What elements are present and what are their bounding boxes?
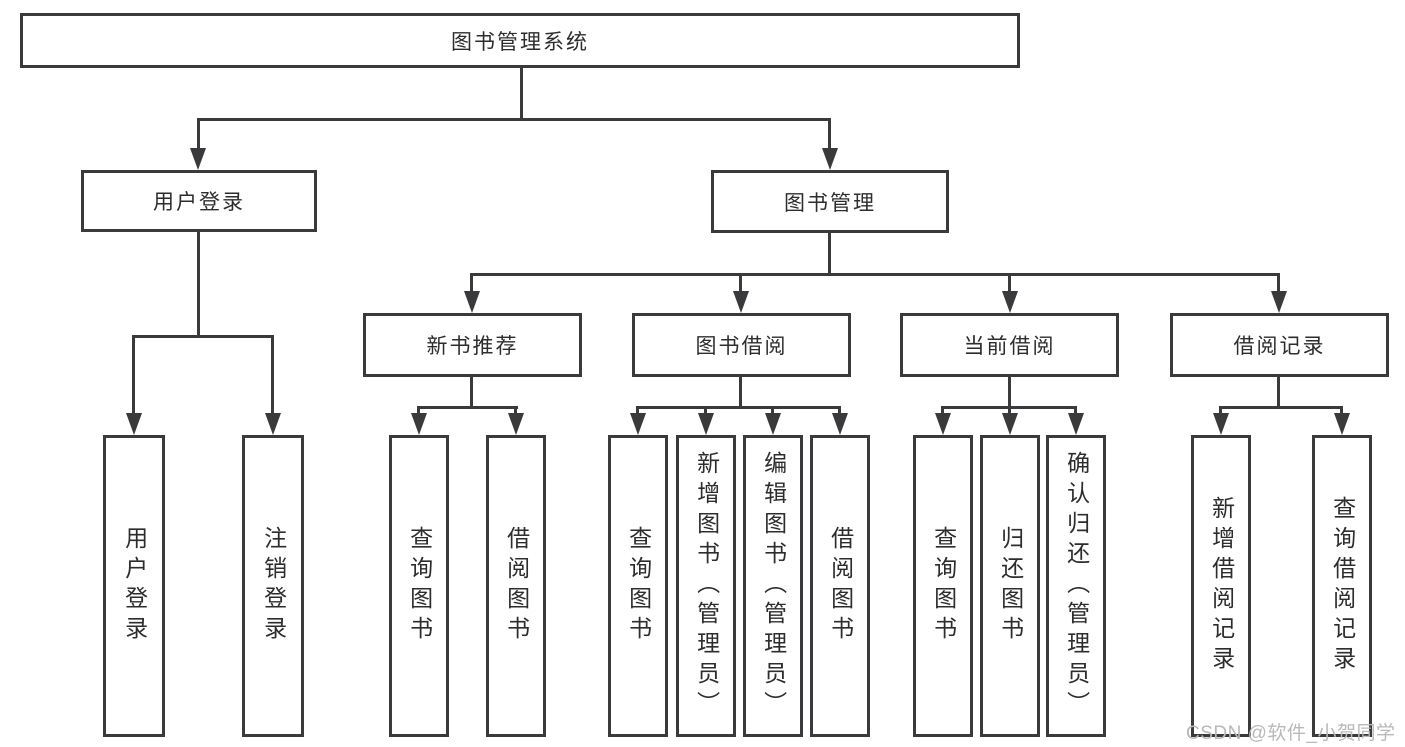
arrowhead-down-icon (1002, 413, 1018, 435)
arrowhead-down-icon (832, 413, 848, 435)
arrowhead-down-icon (630, 413, 646, 435)
node-label: 新增借阅记录 (1208, 496, 1235, 676)
arrowhead-down-icon (126, 413, 142, 435)
connector-line (1277, 377, 1280, 409)
csdn-watermark: CSDN @软件_小贺同学 (1186, 723, 1396, 744)
connector-line (838, 409, 841, 415)
connector-line (1340, 409, 1343, 415)
node-label: 借阅记录 (1233, 335, 1326, 358)
connector-line (739, 377, 742, 409)
node-label: 用户登录 (121, 526, 148, 646)
node-query-books-borrowing: 查询图书 (608, 435, 668, 737)
arrowhead-down-icon (765, 413, 781, 435)
arrowhead-down-icon (1271, 291, 1287, 313)
connector-line (470, 273, 1280, 276)
connector-line (771, 409, 774, 415)
node-query-books-recommend: 查询图书 (389, 435, 449, 737)
arrowhead-down-icon (508, 413, 524, 435)
node-book-borrowing: 图书借阅 (632, 313, 851, 377)
arrowhead-down-icon (698, 413, 714, 435)
node-label: 查询图书 (625, 526, 652, 646)
node-label: 归还图书 (997, 526, 1024, 646)
node-query-books-current: 查询图书 (913, 435, 973, 737)
node-add-borrow-record: 新增借阅记录 (1191, 435, 1251, 737)
node-label: 图书借阅 (695, 335, 788, 358)
node-add-books-admin: 新增图书（管理员） (676, 435, 736, 737)
arrowhead-down-icon (1068, 413, 1084, 435)
arrowhead-down-icon (464, 291, 480, 313)
connector-line (828, 233, 831, 276)
node-label: 查询借阅记录 (1329, 496, 1356, 676)
node-borrow-books: 借阅图书 (810, 435, 870, 737)
node-confirm-return-admin: 确认归还（管理员） (1046, 435, 1106, 737)
connector-line (739, 276, 742, 291)
connector-line (197, 232, 200, 338)
connector-line (704, 409, 707, 415)
connector-line (941, 406, 1077, 409)
connector-line (1074, 409, 1077, 415)
node-label: 当前借阅 (963, 335, 1056, 358)
connector-line (1219, 409, 1222, 415)
connector-line (1219, 406, 1343, 409)
connector-line (197, 118, 831, 121)
connector-line (1008, 409, 1011, 415)
arrowhead-down-icon (265, 413, 281, 435)
node-label: 图书管理 (784, 191, 876, 215)
connector-line (132, 335, 274, 338)
connector-line (520, 68, 523, 121)
node-label: 新书推荐 (426, 335, 519, 358)
node-query-borrow-record: 查询借阅记录 (1312, 435, 1372, 737)
node-label: 新增图书（管理员） (693, 451, 720, 721)
node-borrow-books-recommend: 借阅图书 (486, 435, 546, 737)
node-user-login: 用户登录 (81, 170, 317, 232)
connector-line (1277, 276, 1280, 291)
arrowhead-down-icon (1334, 413, 1350, 435)
connector-line (271, 338, 274, 413)
node-new-book-recommendation: 新书推荐 (363, 313, 582, 377)
connector-line (132, 338, 135, 413)
arrowhead-down-icon (733, 291, 749, 313)
node-book-management: 图书管理 (711, 170, 949, 233)
connector-line (1008, 377, 1011, 409)
node-label: 图书管理系统 (451, 30, 589, 54)
connector-line (470, 377, 473, 409)
connector-line (636, 406, 841, 409)
node-return-books: 归还图书 (980, 435, 1040, 737)
node-label: 编辑图书（管理员） (760, 451, 787, 721)
node-borrowing-records: 借阅记录 (1170, 313, 1389, 377)
node-label: 查询图书 (406, 526, 433, 646)
arrowhead-down-icon (1213, 413, 1229, 435)
connector-line (417, 409, 420, 415)
node-logout: 注销登录 (242, 435, 304, 737)
node-label: 确认归还（管理员） (1063, 451, 1090, 721)
node-label: 注销登录 (260, 526, 287, 646)
node-edit-books-admin: 编辑图书（管理员） (743, 435, 803, 737)
node-label: 借阅图书 (503, 526, 530, 646)
connector-line (470, 276, 473, 291)
node-library-management-system: 图书管理系统 (20, 13, 1020, 68)
connector-line (417, 406, 518, 409)
node-label: 用户登录 (153, 191, 245, 214)
connector-line (1008, 276, 1011, 291)
connector-line (828, 121, 831, 148)
node-label: 借阅图书 (827, 526, 854, 646)
node-current-borrowing: 当前借阅 (900, 313, 1119, 377)
arrowhead-down-icon (822, 148, 838, 170)
arrowhead-down-icon (411, 413, 427, 435)
connector-line (636, 409, 639, 415)
connector-line (941, 409, 944, 415)
arrowhead-down-icon (1002, 291, 1018, 313)
arrowhead-down-icon (935, 413, 951, 435)
arrowhead-down-icon (190, 148, 206, 170)
node-user-login-action: 用户登录 (103, 435, 165, 737)
node-label: 查询图书 (930, 526, 957, 646)
connector-line (197, 121, 200, 148)
connector-line (514, 409, 517, 415)
